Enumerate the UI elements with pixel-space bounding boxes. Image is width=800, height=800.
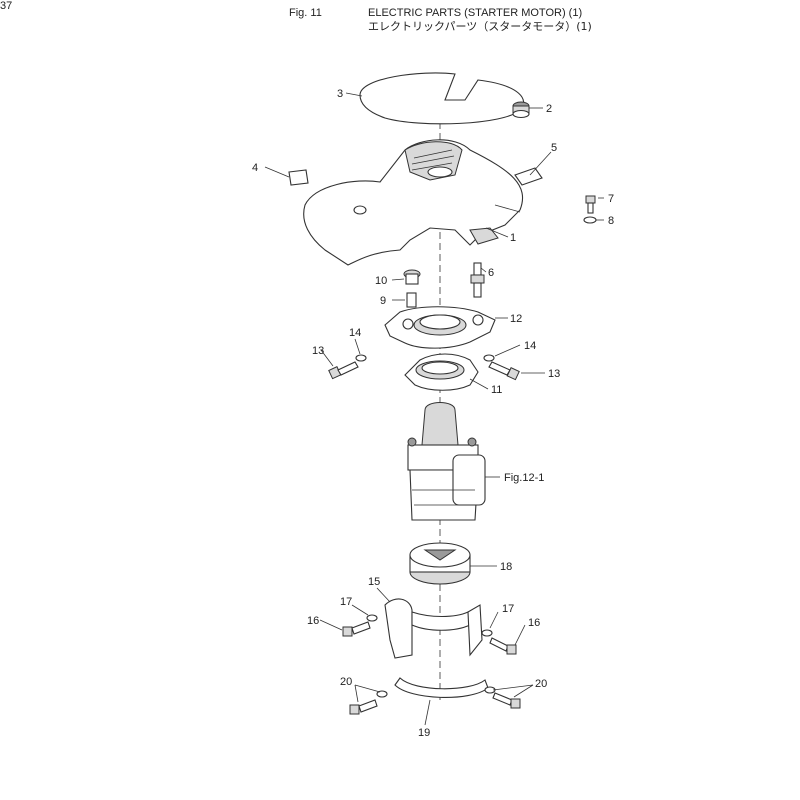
callout-14-right: 14 xyxy=(524,340,536,352)
part-18-ring[interactable] xyxy=(409,542,471,585)
part-10-collar[interactable] xyxy=(403,269,421,285)
callout-16-left: 16 xyxy=(307,615,319,627)
part-3-gasket[interactable] xyxy=(359,72,525,125)
part-20-bolt-right[interactable] xyxy=(492,692,521,709)
starter-motor[interactable] xyxy=(407,402,486,521)
callout-7: 7 xyxy=(608,193,614,205)
callout-9: 9 xyxy=(380,295,386,307)
callout-20-right: 20 xyxy=(535,678,547,690)
part-1-top-cover[interactable] xyxy=(303,139,524,266)
part-6-stud[interactable] xyxy=(470,262,485,298)
part-4-label[interactable] xyxy=(288,169,309,186)
callout-1: 1 xyxy=(510,232,516,244)
callout-16-right: 16 xyxy=(528,617,540,629)
part-17-washer-left[interactable] xyxy=(366,614,378,622)
callout-14-left: 14 xyxy=(349,327,361,339)
part-16-bolt-right[interactable] xyxy=(489,637,517,655)
part-13-bolt-left[interactable] xyxy=(328,361,359,380)
part-11-gasket-plate[interactable] xyxy=(404,353,479,391)
part-16-bolt-left[interactable] xyxy=(342,621,371,637)
callout-8: 8 xyxy=(608,215,614,227)
part-7-bolt[interactable] xyxy=(585,195,596,214)
part-2-grommet[interactable] xyxy=(512,101,530,119)
part-5-label[interactable] xyxy=(514,167,543,186)
part-12-bracket[interactable] xyxy=(384,306,496,349)
part-15-clamp-upper[interactable] xyxy=(384,598,483,659)
figure-title-english: ELECTRIC PARTS (STARTER MOTOR) (1) xyxy=(368,7,583,19)
callout-fig-12-1: Fig.12-1 xyxy=(504,472,544,484)
leader-lines xyxy=(264,92,604,726)
callout-5: 5 xyxy=(551,142,557,154)
page-number: 37 xyxy=(0,0,13,12)
part-8-washer[interactable] xyxy=(583,216,597,224)
part-20-bolt-left[interactable] xyxy=(349,699,378,715)
part-14-washer-left[interactable] xyxy=(355,354,367,362)
callout-11: 11 xyxy=(491,384,502,396)
callout-6: 6 xyxy=(488,267,494,279)
callout-15: 15 xyxy=(368,576,380,588)
callout-17-right: 17 xyxy=(502,603,514,615)
callout-13-left: 13 xyxy=(312,345,324,357)
figure-title-japanese: エレクトリックパーツ（スタータモータ）(1) xyxy=(368,20,592,33)
callout-4: 4 xyxy=(252,162,258,174)
part-14-washer-right[interactable] xyxy=(483,354,495,362)
callout-10: 10 xyxy=(375,275,387,287)
part-13-bolt-right[interactable] xyxy=(488,361,520,381)
figure-number: Fig. 11 xyxy=(289,7,322,19)
callout-19: 19 xyxy=(418,727,430,739)
callout-2: 2 xyxy=(546,103,552,115)
callout-labels: 3 2 4 5 1 7 8 6 10 9 12 14 13 14 13 11 F… xyxy=(252,88,614,739)
part-17-washer-right[interactable] xyxy=(481,629,493,637)
callout-20-left: 20 xyxy=(340,676,352,688)
part-19-clamp-lower[interactable] xyxy=(394,677,489,699)
part-9-pin[interactable] xyxy=(406,292,417,308)
part-20-washer-left[interactable] xyxy=(376,690,388,698)
callout-3: 3 xyxy=(337,88,343,100)
callout-12: 12 xyxy=(510,313,522,325)
callout-17-left: 17 xyxy=(340,596,352,608)
callout-18: 18 xyxy=(500,561,512,573)
callout-13-right: 13 xyxy=(548,368,560,380)
